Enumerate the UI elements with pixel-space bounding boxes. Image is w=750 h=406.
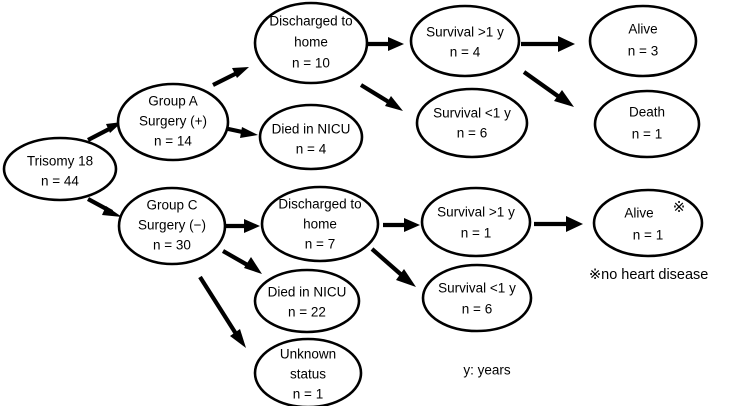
node-c-alive-line1: Alive — [624, 206, 653, 221]
node-a-surv-lt1-line1: Survival <1 y — [433, 106, 511, 121]
edge-group-a-to-discharged — [212, 67, 249, 87]
edge-c-surv-gt1-to-alive — [534, 216, 583, 232]
node-group-c-line1: Group C — [146, 198, 197, 213]
node-group-c-line2: Surgery (−) — [138, 218, 206, 233]
node-a-discharged-line3: n = 10 — [292, 56, 330, 71]
node-c-surv-gt1-line2: n = 1 — [461, 226, 491, 241]
node-a-survival-gt-1y[interactable]: Survival >1 y n = 4 — [409, 4, 521, 78]
node-group-c[interactable]: Group C Surgery (−) n = 30 — [117, 186, 227, 266]
node-a-surv-gt1-line2: n = 4 — [450, 45, 481, 60]
node-c-unknown-line2: status — [290, 367, 326, 382]
node-a-discharged-to-home[interactable]: Discharged to home n = 10 — [253, 1, 369, 85]
edge-a-surv-gt1-to-alive — [521, 36, 575, 52]
edge-a-discharged-to-surv-gt1 — [364, 37, 404, 51]
node-c-died-nicu-line2: n = 22 — [288, 305, 326, 320]
node-c-unknown-line1: Unknown — [280, 347, 336, 362]
node-c-surv-gt1-line1: Survival >1 y — [437, 205, 515, 220]
node-a-surv-gt1-line1: Survival >1 y — [426, 25, 504, 40]
node-trisomy-18-line1: Trisomy 18 — [27, 154, 93, 169]
legend-years: y: years — [463, 363, 511, 378]
node-c-alive-line2: n = 1 — [633, 228, 663, 243]
node-a-died-nicu-line1: Died in NICU — [272, 122, 351, 137]
node-a-death[interactable]: Death n = 1 — [593, 89, 701, 159]
node-trisomy-18[interactable]: Trisomy 18 n = 44 — [2, 136, 118, 202]
edge-c-discharged-to-surv-gt1 — [383, 218, 420, 232]
node-a-survival-lt-1y[interactable]: Survival <1 y n = 6 — [415, 87, 529, 159]
node-a-alive-line2: n = 3 — [628, 44, 658, 59]
node-a-died-nicu-line2: n = 4 — [296, 142, 327, 157]
node-group-c-line3: n = 30 — [153, 238, 191, 253]
node-a-surv-lt1-line2: n = 6 — [457, 126, 487, 141]
node-a-died-in-nicu[interactable]: Died in NICU n = 4 — [258, 103, 364, 171]
edge-root-to-group-c — [86, 197, 122, 217]
legend-no-heart-disease: ※no heart disease — [589, 267, 708, 283]
node-c-died-nicu-line1: Died in NICU — [268, 285, 347, 300]
edge-c-discharged-to-surv-lt1 — [370, 247, 416, 287]
node-c-unknown-status[interactable]: Unknown status n = 1 — [253, 337, 363, 406]
edge-group-c-to-died-nicu — [221, 249, 262, 274]
node-a-alive-line1: Alive — [628, 22, 657, 37]
edge-a-surv-gt1-to-death — [522, 70, 574, 107]
node-c-discharged-line3: n = 7 — [305, 237, 335, 252]
node-c-survival-lt-1y[interactable]: Survival <1 y n = 6 — [421, 263, 533, 333]
node-trisomy-18-line2: n = 44 — [41, 174, 79, 189]
reference-mark-icon: ※ — [673, 199, 686, 216]
node-a-discharged-line1: Discharged to — [269, 14, 352, 29]
node-c-survival-gt-1y[interactable]: Survival >1 y n = 1 — [420, 186, 532, 258]
node-a-death-line1: Death — [629, 105, 665, 120]
node-c-surv-lt1-line2: n = 6 — [462, 302, 492, 317]
node-group-a-line1: Group A — [148, 94, 198, 109]
node-c-discharged-to-home[interactable]: Discharged to home n = 7 — [260, 185, 380, 263]
edge-group-c-to-unknown-status — [198, 275, 246, 348]
edge-a-discharged-to-surv-lt1 — [359, 83, 403, 111]
node-group-a-line3: n = 14 — [154, 134, 192, 149]
node-group-a[interactable]: Group A Surgery (+) n = 14 — [116, 82, 230, 162]
node-c-surv-lt1-line1: Survival <1 y — [438, 281, 516, 296]
node-c-unknown-line3: n = 1 — [293, 387, 323, 402]
node-c-died-in-nicu[interactable]: Died in NICU n = 22 — [253, 268, 361, 334]
node-c-discharged-line2: home — [303, 217, 337, 232]
node-a-discharged-line2: home — [294, 35, 328, 50]
node-c-discharged-line1: Discharged to — [278, 197, 361, 212]
node-a-alive[interactable]: Alive n = 3 — [588, 4, 698, 78]
node-group-a-line2: Surgery (+) — [139, 114, 207, 129]
node-a-death-line2: n = 1 — [632, 127, 662, 142]
node-c-alive[interactable]: Alive n = 1 ※ — [592, 188, 704, 258]
